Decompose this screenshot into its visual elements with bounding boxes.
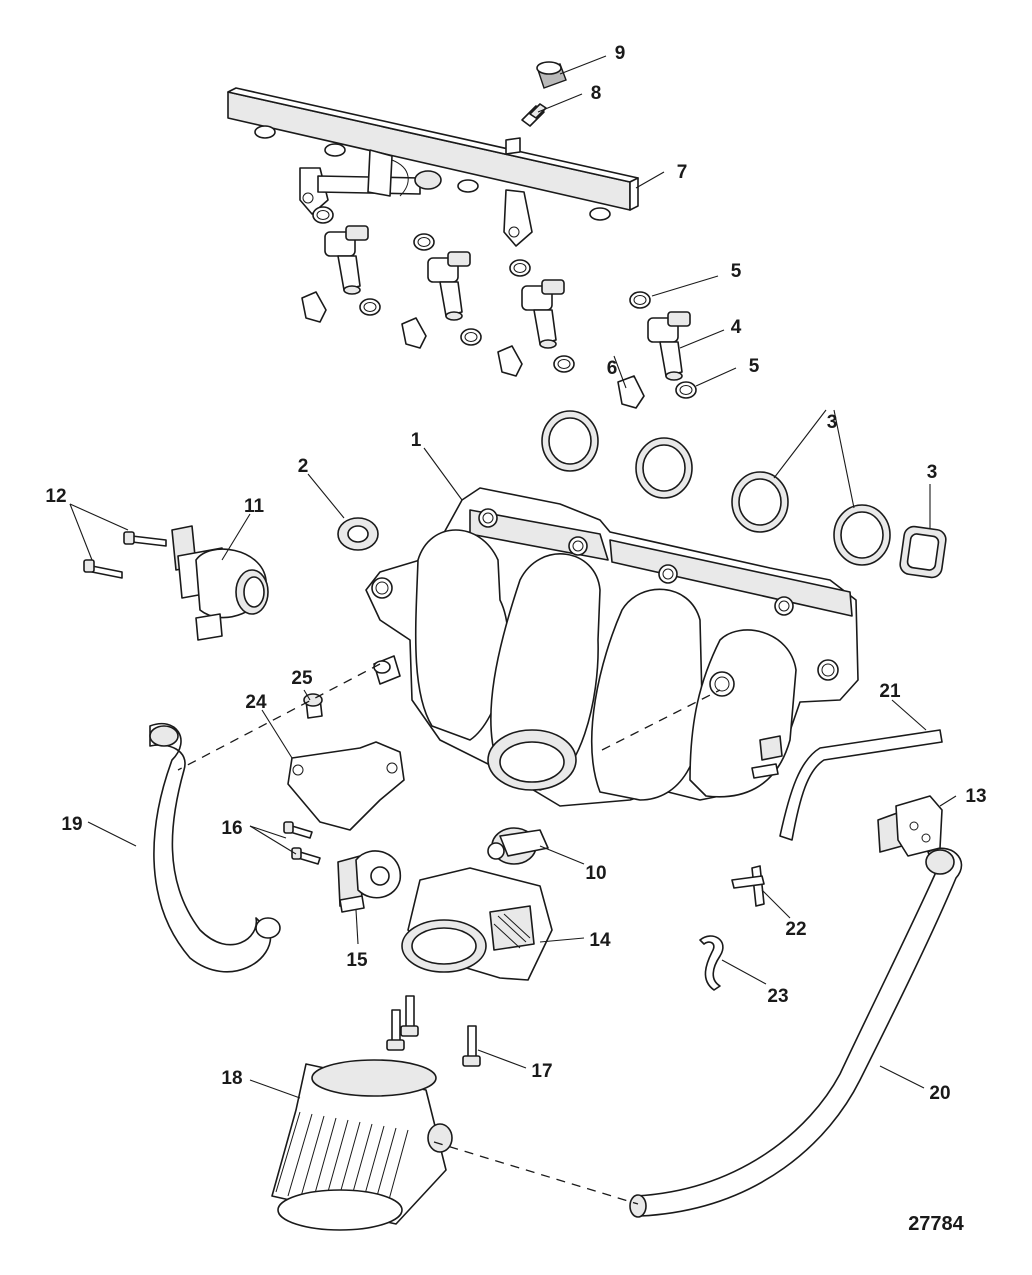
screws-part-16 <box>283 821 321 865</box>
sensor-part-13 <box>877 795 943 857</box>
callout-16: 16 <box>221 818 242 839</box>
callout-14: 14 <box>589 930 611 951</box>
callout-25: 25 <box>291 668 313 689</box>
vent-tube-part-21 <box>779 729 943 841</box>
o-rings-part-5 <box>312 206 697 399</box>
valve-cap-part-9 <box>536 61 567 89</box>
callout-5-lower: 5 <box>749 356 760 377</box>
callout-15: 15 <box>346 950 368 971</box>
callout-5-upper: 5 <box>731 261 742 282</box>
idle-air-control-part-11 <box>171 525 269 641</box>
callout-22: 22 <box>785 919 806 940</box>
callout-12: 12 <box>45 486 66 507</box>
callout-6: 6 <box>607 358 618 379</box>
fuel-injectors-part-4 <box>324 225 691 381</box>
map-sensor-part-10 <box>487 827 549 865</box>
callout-labels: 1 2 3 3 4 5 5 6 7 8 9 10 11 12 13 14 15 … <box>45 43 986 1104</box>
callout-10: 10 <box>585 863 606 884</box>
tube-part-23 <box>699 935 724 991</box>
callout-11: 11 <box>244 496 265 517</box>
intake-manifold-part-1 <box>365 487 859 807</box>
bolt-part-25 <box>303 693 323 719</box>
bolts-part-17 <box>386 995 481 1067</box>
grommet-part-2 <box>337 517 379 551</box>
callout-7: 7 <box>677 162 688 183</box>
callout-20: 20 <box>929 1083 950 1104</box>
callout-17: 17 <box>531 1061 552 1082</box>
callout-13: 13 <box>965 786 986 807</box>
callout-19: 19 <box>61 814 82 835</box>
callout-3: 3 <box>827 412 838 433</box>
callout-21: 21 <box>879 681 901 702</box>
intake-gaskets-part-3 <box>541 410 947 579</box>
callout-24: 24 <box>245 692 267 713</box>
figure-number: 27784 <box>908 1213 964 1235</box>
leader-lines <box>69 55 957 1099</box>
hose-routing-lines <box>177 663 721 1205</box>
bolts-part-12 <box>83 531 167 579</box>
callout-23: 23 <box>767 986 788 1007</box>
hose-part-19 <box>149 722 281 973</box>
callout-3-gasket: 3 <box>927 462 938 483</box>
bracket-part-24 <box>287 741 405 831</box>
throttle-body-part-14 <box>401 867 553 981</box>
injector-clips-part-6 <box>301 291 645 409</box>
schrader-valve-part-8 <box>521 103 547 127</box>
fuel-rail-part-7 <box>227 87 639 247</box>
callout-4: 4 <box>731 317 742 338</box>
callout-9: 9 <box>615 43 626 64</box>
callout-2: 2 <box>298 456 309 477</box>
callout-1: 1 <box>411 430 422 451</box>
tee-fitting-part-22 <box>731 865 765 907</box>
flame-arrestor-part-18 <box>271 1059 453 1231</box>
callout-18: 18 <box>221 1068 242 1089</box>
callout-8: 8 <box>591 83 602 104</box>
throttle-position-sensor-part-15 <box>337 850 401 913</box>
hose-part-20 <box>629 847 963 1218</box>
